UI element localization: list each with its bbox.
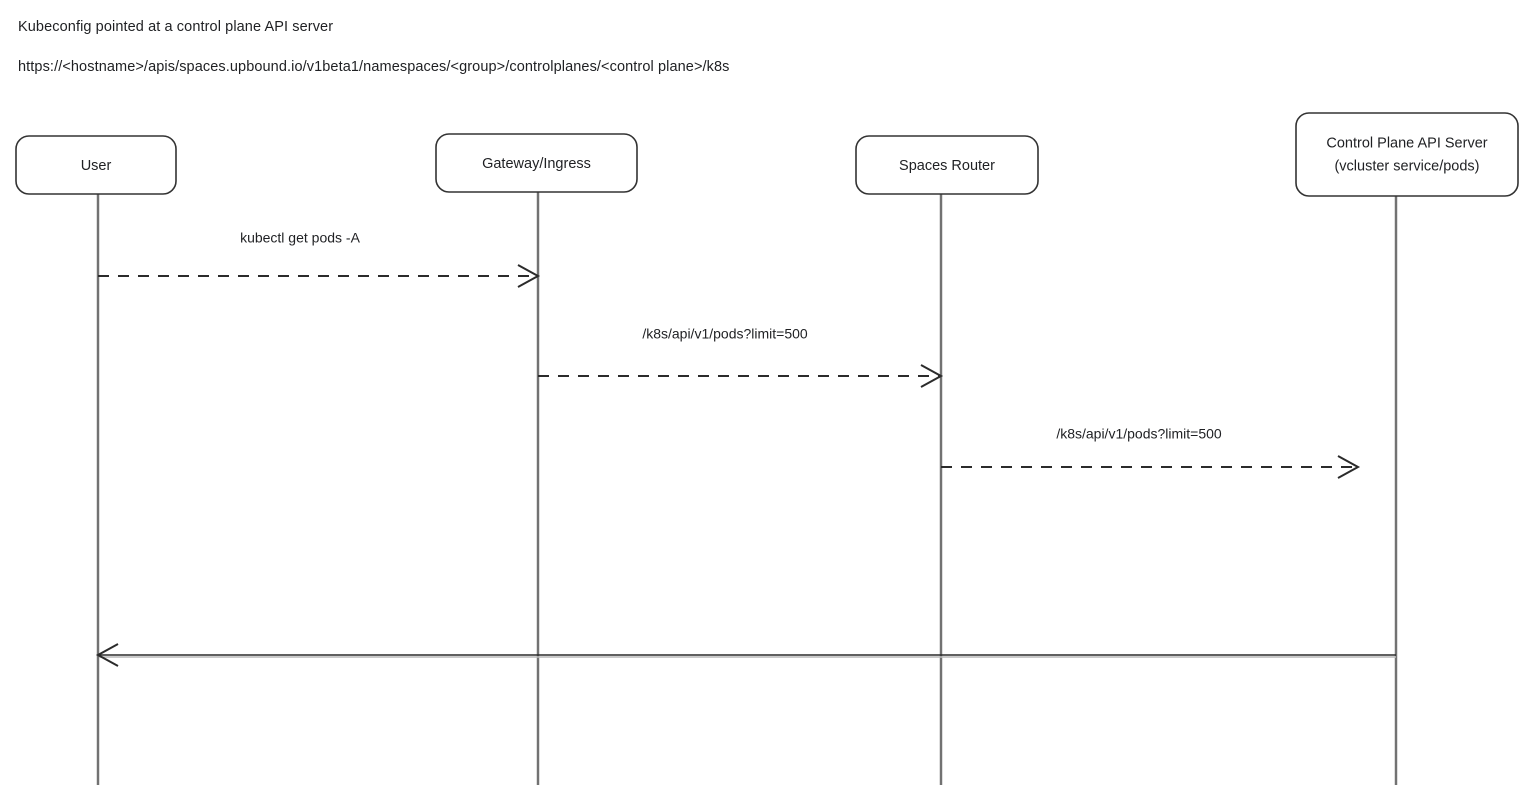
msg-response-to-user-arrowhead	[95, 643, 119, 667]
lifelines-layer	[96, 192, 1398, 785]
actor-controlplane[interactable]: Control Plane API Server (vcluster servic…	[1295, 112, 1519, 197]
actor-user[interactable]: User	[15, 135, 177, 195]
actor-label-gateway: Gateway/Ingress	[482, 156, 591, 172]
actor-label-user: User	[81, 158, 112, 174]
actor-label-router: Spaces Router	[899, 158, 995, 174]
msg-router-to-controlplane[interactable]: /k8s/api/v1/pods?limit=500	[941, 426, 1361, 479]
msg-router-to-controlplane-arrowhead	[1337, 455, 1361, 479]
msg-response-to-user[interactable]	[95, 643, 1396, 667]
msg-gateway-to-router[interactable]: /k8s/api/v1/pods?limit=500	[538, 326, 944, 388]
actor-router[interactable]: Spaces Router	[855, 135, 1039, 195]
actor-gateway[interactable]: Gateway/Ingress	[435, 133, 638, 193]
header-url: https://<hostname>/apis/spaces.upbound.i…	[18, 59, 730, 75]
msg-kubectl-get-pods-arrowhead	[517, 264, 541, 288]
msg-gateway-to-router-label: /k8s/api/v1/pods?limit=500	[642, 326, 808, 342]
msg-kubectl-get-pods-label: kubectl get pods -A	[240, 230, 361, 246]
actor-label-controlplane-line1: Control Plane API Server	[1326, 135, 1487, 151]
messages-layer: kubectl get pods -A/k8s/api/v1/pods?limi…	[95, 230, 1396, 667]
actors-layer: User Gateway/Ingress Spaces Router Control …	[15, 112, 1519, 197]
msg-router-to-controlplane-label: /k8s/api/v1/pods?limit=500	[1056, 426, 1222, 442]
header-title: Kubeconfig pointed at a control plane AP…	[18, 19, 334, 35]
msg-kubectl-get-pods[interactable]: kubectl get pods -A	[98, 230, 541, 288]
actor-label-controlplane-line2: (vcluster service/pods)	[1334, 158, 1479, 174]
msg-gateway-to-router-arrowhead	[920, 364, 944, 388]
